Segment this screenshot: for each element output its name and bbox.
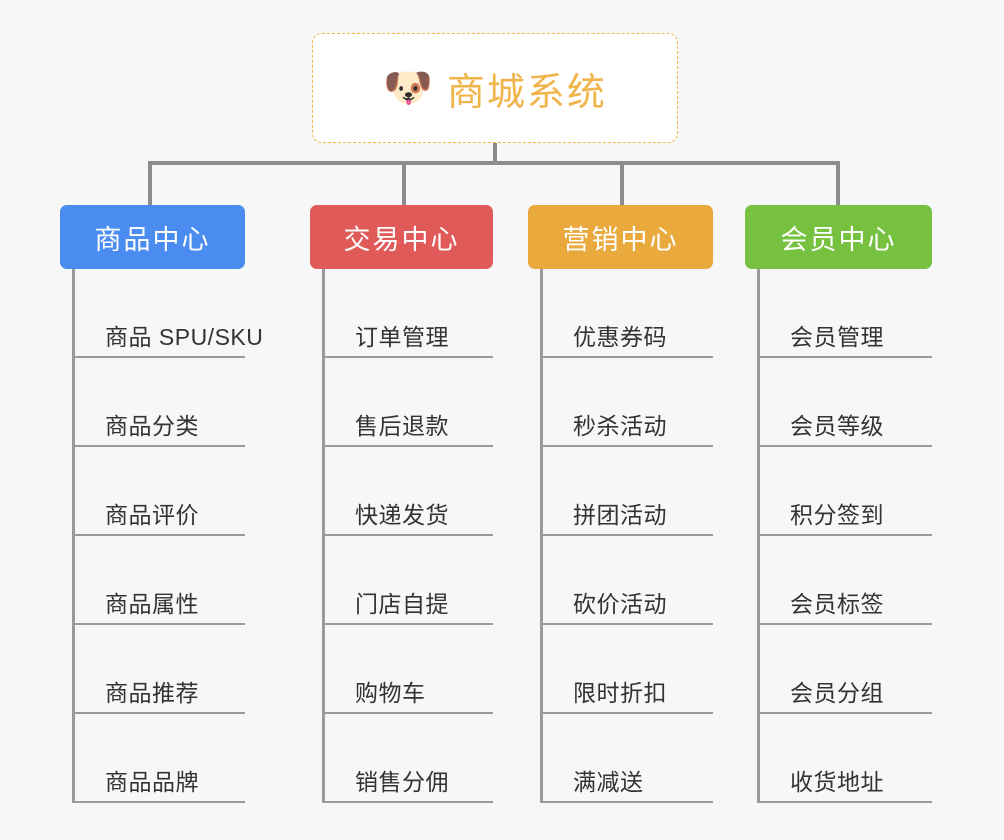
category-header-label: 营销中心	[562, 224, 679, 255]
leaf-item-label: 商品分类	[105, 413, 199, 439]
leaf-item-label: 限时折扣	[573, 680, 667, 706]
branch-connector-marketing-center	[620, 161, 624, 205]
leaf-item[interactable]: 商品推荐	[72, 625, 245, 714]
root-vertical-connector	[493, 143, 497, 165]
leaf-item-label: 收货地址	[790, 769, 884, 795]
leaf-item-label: 购物车	[355, 680, 426, 706]
leaf-item[interactable]: 售后退款	[322, 358, 493, 447]
leaf-list-member-center: 会员管理会员等级积分签到会员标签会员分组收货地址	[745, 269, 932, 803]
leaf-item-label: 拼团活动	[573, 502, 667, 528]
leaf-item[interactable]: 优惠券码	[540, 269, 713, 358]
leaf-item-label: 会员分组	[790, 680, 884, 706]
column-member-center: 会员中心会员管理会员等级积分签到会员标签会员分组收货地址	[745, 205, 932, 803]
branch-connector-member-center	[836, 161, 840, 205]
leaf-item-label: 积分签到	[790, 502, 884, 528]
leaf-item-label: 商品评价	[105, 502, 199, 528]
leaf-spine	[322, 269, 325, 803]
root-node[interactable]: 🐶 商城系统	[312, 33, 678, 143]
leaf-item[interactable]: 商品品牌	[72, 714, 245, 803]
category-header-label: 商品中心	[94, 224, 211, 255]
leaf-item[interactable]: 购物车	[322, 625, 493, 714]
leaf-spine	[72, 269, 75, 803]
leaf-item-label: 商品推荐	[105, 680, 199, 706]
leaf-list-trade-center: 订单管理售后退款快递发货门店自提购物车销售分佣	[310, 269, 493, 803]
leaf-item[interactable]: 拼团活动	[540, 447, 713, 536]
leaf-item-label: 秒杀活动	[573, 413, 667, 439]
leaf-item-label: 会员标签	[790, 591, 884, 617]
leaf-item[interactable]: 收货地址	[757, 714, 932, 803]
leaf-item[interactable]: 商品分类	[72, 358, 245, 447]
leaf-spine	[540, 269, 543, 803]
leaf-item[interactable]: 快递发货	[322, 447, 493, 536]
leaf-item-label: 商品品牌	[105, 769, 199, 795]
column-trade-center: 交易中心订单管理售后退款快递发货门店自提购物车销售分佣	[310, 205, 493, 803]
leaf-list-product-center: 商品 SPU/SKU 商品分类商品评价商品属性商品推荐商品品牌	[60, 269, 263, 803]
column-marketing-center: 营销中心优惠券码秒杀活动拼团活动砍价活动限时折扣满减送	[528, 205, 713, 803]
leaf-item[interactable]: 秒杀活动	[540, 358, 713, 447]
category-header-product-center[interactable]: 商品中心	[60, 205, 245, 269]
category-header-label: 会员中心	[780, 224, 897, 255]
branch-connector-trade-center	[402, 161, 406, 205]
leaf-item[interactable]: 积分签到	[757, 447, 932, 536]
leaf-item[interactable]: 门店自提	[322, 536, 493, 625]
leaf-item-label: 砍价活动	[573, 591, 667, 617]
leaf-item-label: 门店自提	[355, 591, 449, 617]
leaf-item-label: 快递发货	[355, 502, 449, 528]
leaf-item[interactable]: 商品属性	[72, 536, 245, 625]
category-header-label: 交易中心	[343, 224, 460, 255]
leaf-item[interactable]: 砍价活动	[540, 536, 713, 625]
branch-connector-product-center	[148, 161, 152, 205]
category-header-trade-center[interactable]: 交易中心	[310, 205, 493, 269]
leaf-item-label: 商品属性	[105, 591, 199, 617]
leaf-item-label: 售后退款	[355, 413, 449, 439]
leaf-item-label: 会员等级	[790, 413, 884, 439]
leaf-item-label: 商品 SPU/SKU	[105, 324, 264, 350]
category-header-marketing-center[interactable]: 营销中心	[528, 205, 713, 269]
leaf-spine	[757, 269, 760, 803]
leaf-item-label: 优惠券码	[573, 324, 667, 350]
leaf-item-label: 满减送	[573, 769, 644, 795]
leaf-item[interactable]: 会员标签	[757, 536, 932, 625]
leaf-item[interactable]: 限时折扣	[540, 625, 713, 714]
leaf-item[interactable]: 会员等级	[757, 358, 932, 447]
column-product-center: 商品中心商品 SPU/SKU 商品分类商品评价商品属性商品推荐商品品牌	[60, 205, 263, 803]
leaf-item-label: 订单管理	[355, 324, 449, 350]
dog-face-icon: 🐶	[383, 65, 433, 111]
leaf-item[interactable]: 会员管理	[757, 269, 932, 358]
leaf-item[interactable]: 订单管理	[322, 269, 493, 358]
leaf-list-marketing-center: 优惠券码秒杀活动拼团活动砍价活动限时折扣满减送	[528, 269, 713, 803]
category-header-member-center[interactable]: 会员中心	[745, 205, 932, 269]
leaf-item[interactable]: 商品 SPU/SKU	[72, 269, 263, 358]
root-title: 商城系统	[446, 71, 607, 114]
leaf-item[interactable]: 销售分佣	[322, 714, 493, 803]
leaf-item[interactable]: 满减送	[540, 714, 713, 803]
leaf-item[interactable]: 商品评价	[72, 447, 245, 536]
leaf-item-label: 会员管理	[790, 324, 884, 350]
horizontal-bus-connector	[148, 161, 838, 165]
leaf-item-label: 销售分佣	[355, 769, 449, 795]
leaf-item[interactable]: 会员分组	[757, 625, 932, 714]
